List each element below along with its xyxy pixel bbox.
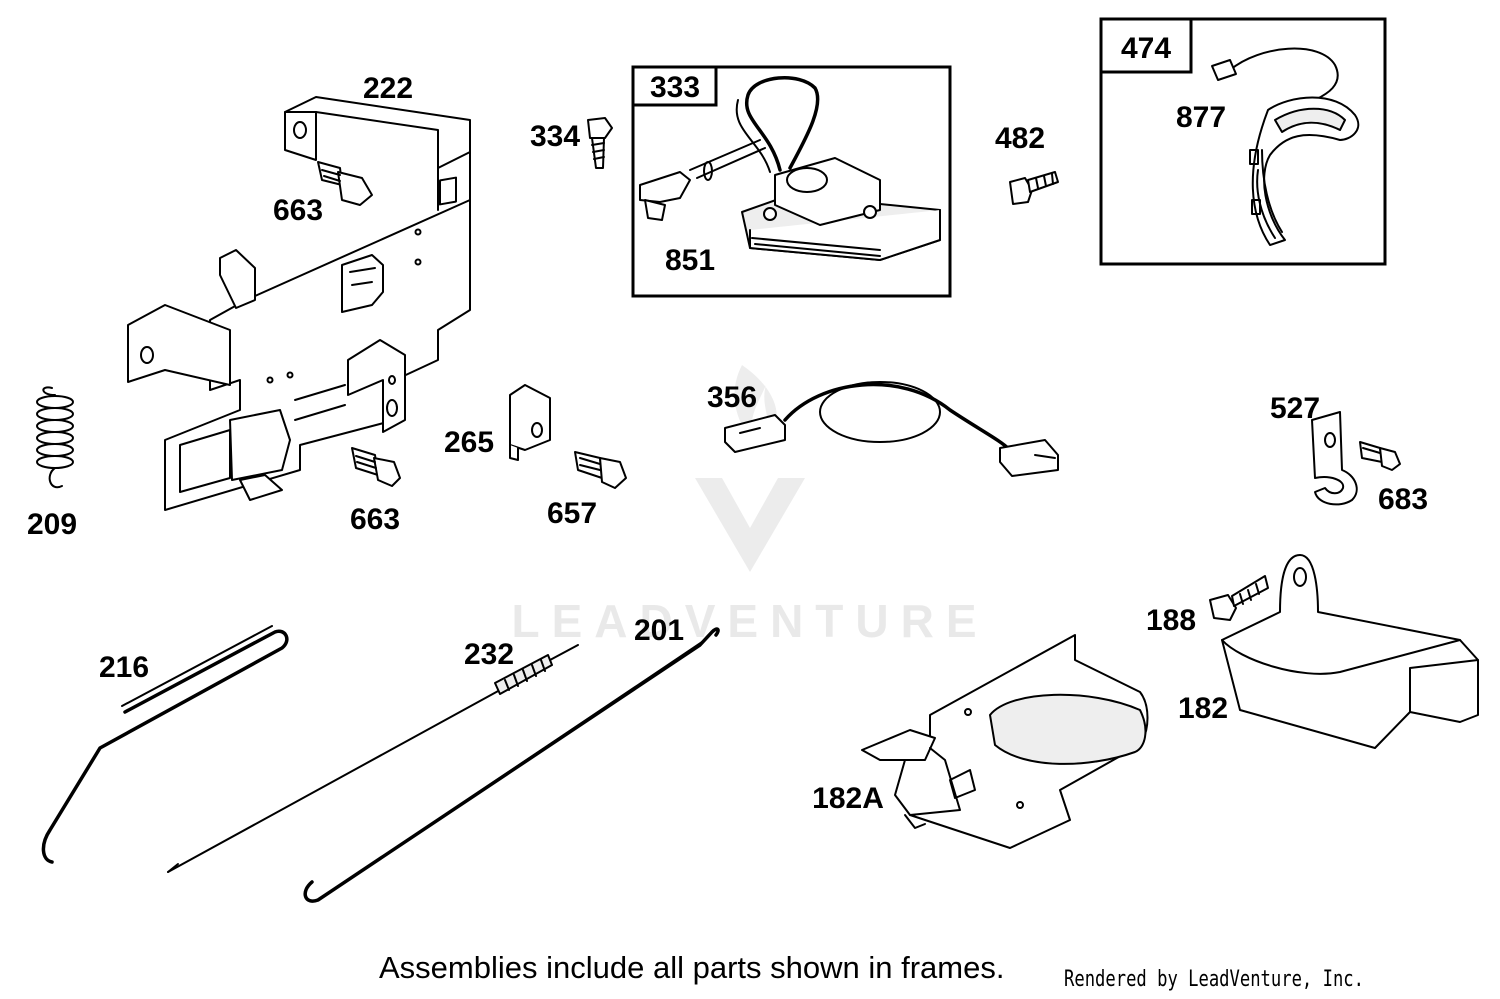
label-482: 482: [995, 122, 1045, 155]
label-232: 232: [464, 638, 514, 671]
label-527: 527: [1270, 392, 1320, 425]
label-182a: 182A: [812, 782, 884, 815]
part-222-control-bracket[interactable]: [127, 96, 471, 511]
label-851: 851: [665, 244, 715, 277]
frame-333: 333: [631, 65, 952, 298]
watermark-text: LEADVENTURE: [511, 595, 988, 647]
part-265-clip[interactable]: [509, 384, 551, 461]
label-877: 877: [1176, 101, 1226, 134]
part-232-governor-spring[interactable]: [167, 644, 579, 873]
part-851-spark-plug-terminal[interactable]: [639, 171, 691, 221]
label-188: 188: [1146, 604, 1196, 637]
part-683-screw[interactable]: [1359, 441, 1401, 471]
part-209-spring[interactable]: [36, 386, 74, 489]
leadventure-watermark: LEADVENTURE: [511, 365, 988, 647]
part-182-plate[interactable]: [1221, 554, 1479, 749]
label-216: 216: [99, 651, 149, 684]
render-credit: Rendered by LeadVenture, Inc.: [1064, 967, 1364, 992]
part-527-bracket[interactable]: [1311, 411, 1358, 506]
part-334-screw[interactable]: [587, 117, 613, 169]
frame-label-474: 474: [1121, 32, 1171, 65]
part-333-ignition-coil[interactable]: [689, 76, 941, 261]
label-663-upper: 663: [273, 194, 323, 227]
part-657-screw[interactable]: [574, 451, 627, 489]
label-683: 683: [1378, 483, 1428, 516]
label-182: 182: [1178, 692, 1228, 725]
part-356-wire-lead[interactable]: [724, 381, 1059, 477]
frame-label-333: 333: [650, 71, 700, 104]
part-182a-plate[interactable]: [861, 634, 1149, 849]
part-188-bolt[interactable]: [1209, 575, 1269, 621]
label-356: 356: [707, 381, 757, 414]
part-216-governor-link[interactable]: [41, 625, 289, 864]
part-663-screw-lower[interactable]: [351, 447, 401, 487]
label-222: 222: [363, 72, 413, 105]
label-334: 334: [530, 120, 580, 153]
part-663-screw-upper[interactable]: [317, 161, 373, 206]
assemblies-note: Assemblies include all parts shown in fr…: [379, 950, 1004, 985]
part-482-screw[interactable]: [1009, 171, 1059, 205]
frame-474: 474: [1099, 17, 1387, 266]
part-877-armature[interactable]: [1211, 47, 1360, 246]
label-657: 657: [547, 497, 597, 530]
label-663-lower: 663: [350, 503, 400, 536]
label-265: 265: [444, 426, 494, 459]
label-209: 209: [27, 508, 77, 541]
label-201: 201: [634, 614, 684, 647]
part-201-throttle-link[interactable]: [303, 627, 720, 903]
